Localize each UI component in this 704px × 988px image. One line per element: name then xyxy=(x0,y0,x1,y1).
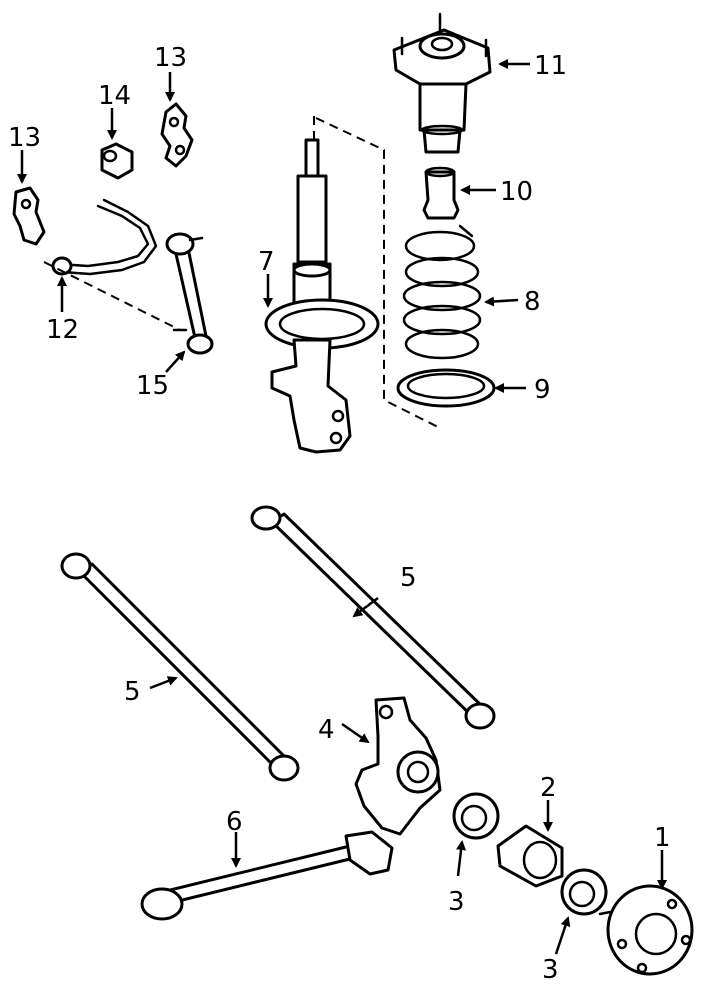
callout-7: 7 xyxy=(258,247,275,277)
callout-2: 2 xyxy=(540,773,557,803)
callout-5-rear-arm: 5 xyxy=(124,677,141,707)
callout-labels: 1 2 3 3 4 5 5 6 7 8 9 10 11 12 13 13 14 … xyxy=(8,43,671,985)
stabilizer-guide-line xyxy=(43,261,181,331)
stabilizer-bushing xyxy=(100,142,134,180)
wheel-hub xyxy=(598,884,694,976)
strut-guide-line xyxy=(313,116,441,429)
callout-11: 11 xyxy=(534,51,567,81)
bushing xyxy=(496,824,564,888)
bearing-inner xyxy=(452,792,500,840)
strut-mount xyxy=(392,12,492,154)
callout-5-front-arm: 5 xyxy=(400,563,417,593)
spring-insulator xyxy=(396,368,496,408)
callout-10: 10 xyxy=(500,177,533,207)
lateral-arm-rear xyxy=(60,552,300,782)
callout-13-right: 13 xyxy=(154,43,187,73)
steering-knuckle xyxy=(354,696,442,836)
bump-stop xyxy=(422,166,460,220)
lateral-arm-front xyxy=(250,505,496,730)
callout-8: 8 xyxy=(524,287,541,317)
callout-9: 9 xyxy=(534,375,551,405)
leader-arrows xyxy=(17,59,667,955)
callout-3-inner-bearing: 3 xyxy=(448,887,465,917)
bearing-outer xyxy=(560,868,608,916)
stabilizer-bar xyxy=(51,198,158,276)
callout-6: 6 xyxy=(226,807,243,837)
callout-3-outer-bearing: 3 xyxy=(542,955,559,985)
callout-12: 12 xyxy=(46,315,79,345)
trailing-arm xyxy=(140,830,394,921)
coil-spring xyxy=(402,224,482,360)
strut xyxy=(264,138,380,454)
callout-15: 15 xyxy=(136,371,169,401)
callout-13-left: 13 xyxy=(8,123,41,153)
callout-14: 14 xyxy=(98,81,131,111)
callout-1: 1 xyxy=(654,823,671,853)
stabilizer-link xyxy=(165,232,214,355)
stabilizer-bracket-right xyxy=(160,102,194,168)
callout-4: 4 xyxy=(318,715,335,745)
stabilizer-bracket-left xyxy=(12,186,46,246)
